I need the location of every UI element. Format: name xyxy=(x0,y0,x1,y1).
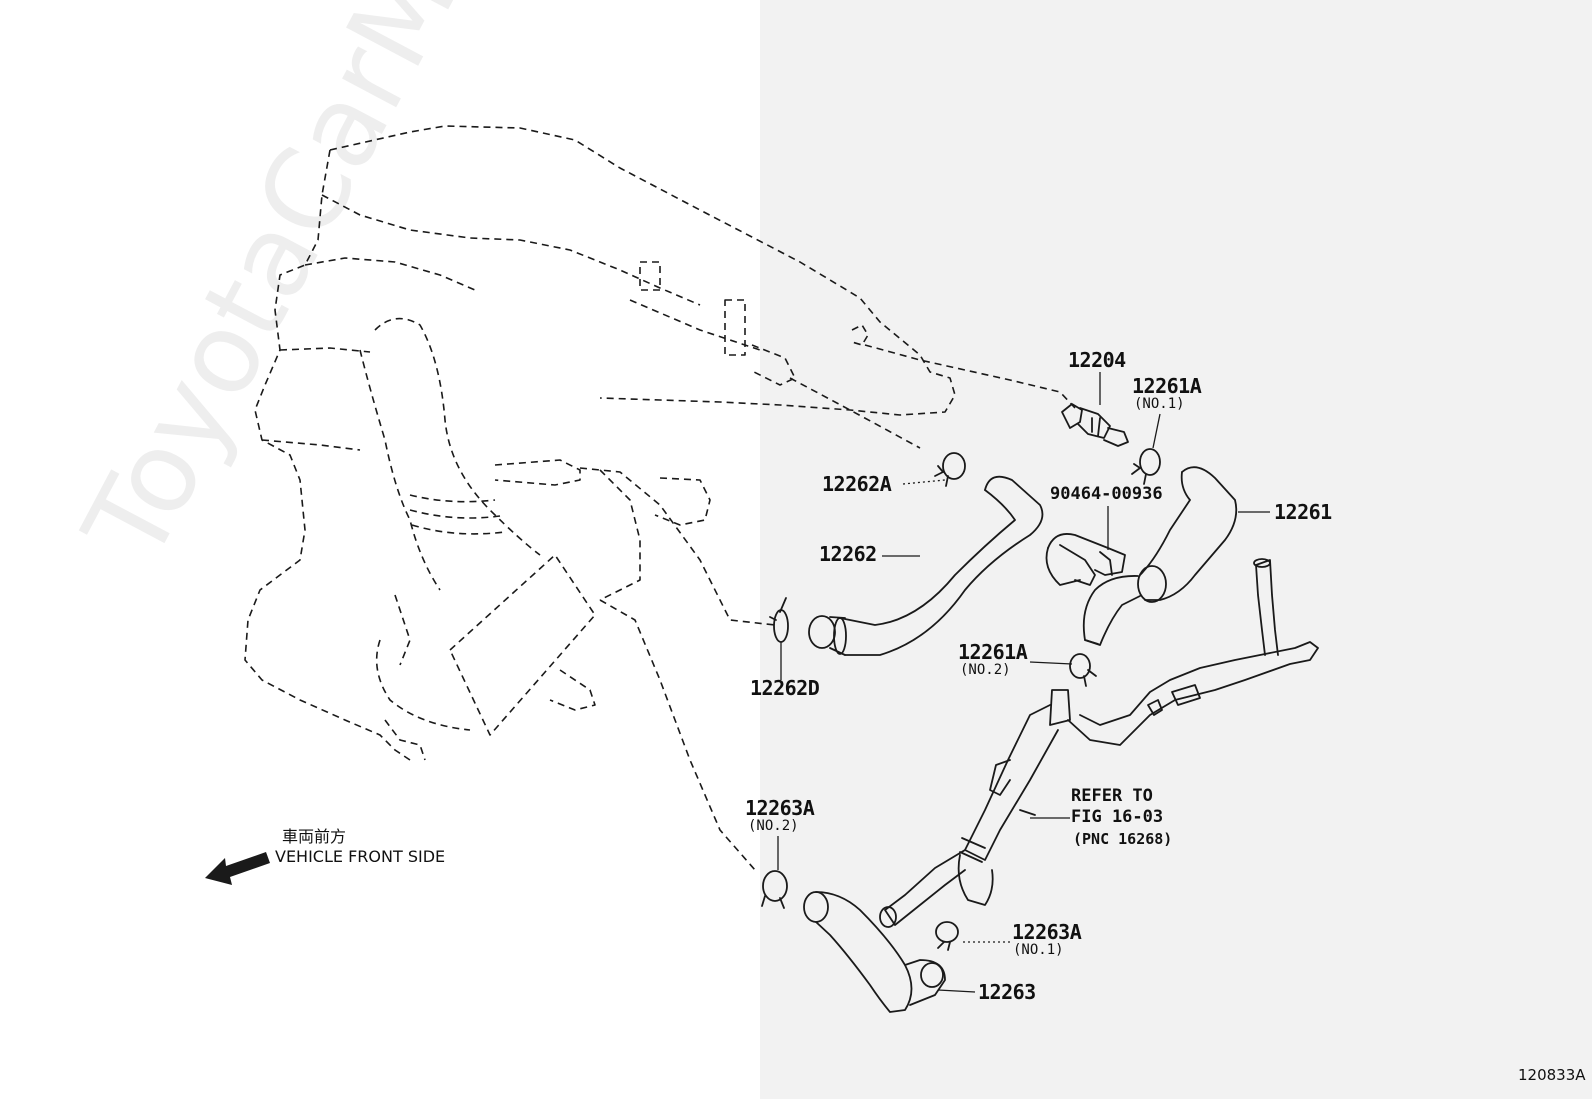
hose-12263 xyxy=(803,891,946,1013)
label-12263A-no1: 12263A xyxy=(1012,920,1082,944)
label-12262D: 12262D xyxy=(750,676,820,700)
label-12263: 12263 xyxy=(978,980,1036,1004)
clip-12261A-no1 xyxy=(1131,448,1161,485)
label-12261A-no1-sub: (NO.1) xyxy=(1134,396,1185,412)
label-12263A-no2-sub: (NO.2) xyxy=(748,818,799,834)
front-arrow-icon xyxy=(205,852,270,885)
label-12261A-no1: 12261A xyxy=(1132,374,1202,398)
label-refer-to: REFER TO xyxy=(1071,786,1153,806)
right-panel-background xyxy=(760,0,1592,1099)
engine-outline xyxy=(244,125,1076,871)
front-marker-en: VEHICLE FRONT SIDE xyxy=(275,847,446,866)
label-12262A: 12262A xyxy=(822,472,892,496)
label-90464-00936: 90464-00936 xyxy=(1050,484,1163,504)
figure-id: 120833A xyxy=(1518,1066,1586,1084)
pcv-valve-12204 xyxy=(1061,403,1129,447)
clip-12261A-no2 xyxy=(1069,653,1097,687)
water-pipe-assembly xyxy=(879,558,1319,928)
leader-lines xyxy=(777,372,1270,993)
label-refer-pnc: (PNC 16268) xyxy=(1073,830,1173,848)
clip-12263A-no2 xyxy=(761,870,788,909)
label-refer-fig: FIG 16-03 xyxy=(1071,807,1164,827)
label-12261A-no2-sub: (NO.2) xyxy=(960,662,1011,678)
clip-12262A xyxy=(934,452,966,487)
hose-12262 xyxy=(808,475,1044,656)
clamp-90464-00936 xyxy=(1045,533,1126,586)
label-12261: 12261 xyxy=(1274,500,1332,524)
front-marker-jp: 車両前方 xyxy=(282,827,347,846)
hose-12261 xyxy=(1082,466,1238,646)
label-12262: 12262 xyxy=(819,542,877,566)
parts xyxy=(761,403,1319,1013)
label-12263A-no1-sub: (NO.1) xyxy=(1013,942,1064,958)
clip-12263A-no1 xyxy=(935,921,959,951)
label-12261A-no2: 12261A xyxy=(958,640,1028,664)
clip-12262D xyxy=(769,597,789,643)
label-12263A-no2: 12263A xyxy=(745,796,815,820)
label-12204: 12204 xyxy=(1068,348,1126,372)
